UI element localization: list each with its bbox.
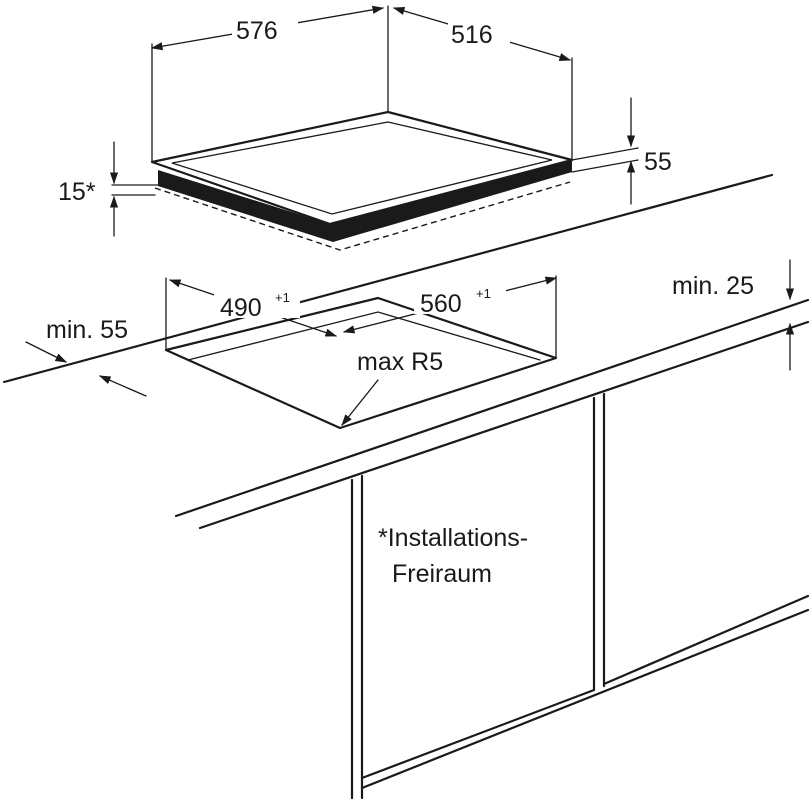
cutout-width-tolerance: +1 bbox=[275, 290, 290, 305]
cutout-depth-tolerance: +1 bbox=[476, 286, 491, 301]
front-margin-label: min. 55 bbox=[46, 316, 128, 344]
worktop-front-bottom-edge bbox=[198, 320, 810, 530]
hob-dimensions: 576 516 55 15* bbox=[58, 5, 672, 237]
front-margin-arrow-left bbox=[25, 341, 68, 363]
footnote-line-2: Freiraum bbox=[392, 560, 492, 588]
margin-dimensions: min. 55 min. 25 bbox=[25, 259, 795, 397]
cutout-dimensions: 490 +1 560 +1 max R5 bbox=[165, 275, 558, 426]
worktop-front-top-edge bbox=[174, 298, 810, 518]
rear-margin-label: min. 25 bbox=[672, 272, 754, 300]
hob-underside-dashed-outline bbox=[154, 181, 571, 251]
hob-glass-frame bbox=[171, 121, 553, 215]
front-margin-arrow-right bbox=[98, 375, 147, 397]
footnote: *Installations- Freiraum bbox=[378, 524, 528, 588]
hob-clearance-label: 15* bbox=[58, 178, 96, 206]
hob-height-label: 55 bbox=[644, 148, 672, 176]
cabinet bbox=[350, 392, 810, 800]
hob-width-label: 576 bbox=[236, 17, 278, 45]
cutout-width-label: 490 bbox=[220, 294, 262, 322]
cutout-radius-label: max R5 bbox=[357, 348, 443, 376]
footnote-line-1: *Installations- bbox=[378, 524, 528, 552]
hob bbox=[150, 110, 574, 251]
cutout-depth-label: 560 bbox=[420, 290, 462, 318]
radius-leader bbox=[341, 379, 379, 426]
hob-body bbox=[158, 160, 572, 242]
hob-depth-label: 516 bbox=[451, 21, 493, 49]
